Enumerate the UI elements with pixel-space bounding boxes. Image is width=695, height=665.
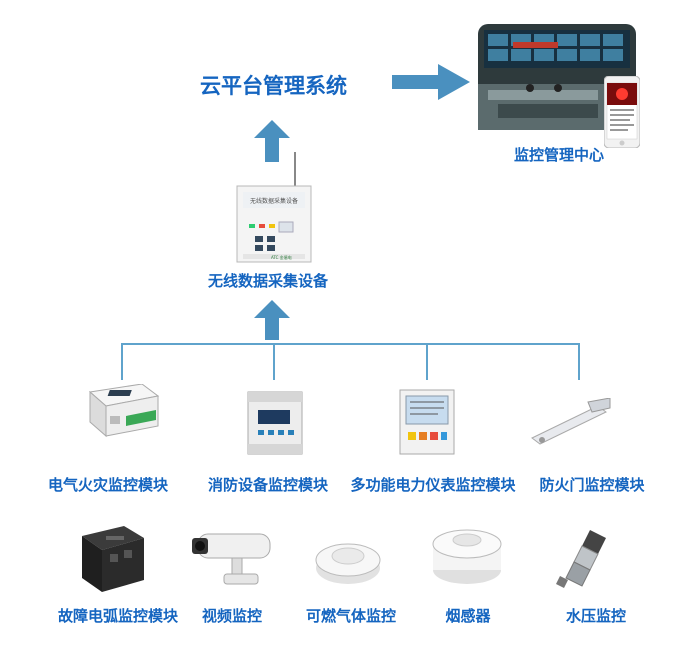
row1-label-1: 电气火灾监控模块	[47, 476, 169, 494]
wireless-collector-device: 无线数据采集设备 ATC 金盾电	[235, 152, 313, 268]
bus-line-horizontal	[121, 343, 579, 345]
row2-label-4: 烟感器	[445, 607, 491, 625]
arrow-right-icon	[392, 64, 470, 100]
bus-drop-3	[426, 343, 428, 380]
row1-label-3: 多功能电力仪表监控模块	[350, 476, 516, 494]
collector-screen-text: 无线数据采集设备	[249, 198, 298, 205]
bus-drop-2	[273, 343, 275, 380]
row2-label-3: 可燃气体监控	[305, 607, 397, 625]
bus-drop-1	[121, 343, 123, 380]
mobile-app-icon	[603, 75, 641, 152]
collector-brand: ATC 金盾电	[271, 255, 292, 260]
row2-label-2: 视频监控	[201, 607, 263, 625]
arrow-up-icon	[254, 300, 290, 340]
arc-fault-module-icon	[76, 522, 148, 598]
door-sensor-rod-icon	[528, 397, 612, 452]
smoke-detector-icon	[430, 522, 504, 592]
row1-label-2: 消防设备监控模块	[207, 476, 329, 494]
row1-label-4: 防火门监控模块	[539, 476, 645, 494]
fire-equipment-monitor-icon	[246, 390, 304, 460]
row2-label-1: 故障电弧监控模块	[57, 607, 179, 625]
arrow-up-icon	[254, 120, 290, 162]
gas-detector-icon	[313, 532, 383, 592]
power-meter-icon	[398, 388, 456, 460]
wireless-collector-label: 无线数据采集设备	[207, 272, 329, 290]
cctv-camera-icon	[188, 528, 274, 594]
row2-label-5: 水压监控	[565, 607, 627, 625]
cloud-platform-title: 云平台管理系统	[200, 74, 347, 98]
monitoring-center-image	[478, 24, 636, 130]
pressure-sensor-icon	[554, 528, 618, 594]
bus-drop-4	[578, 343, 580, 380]
din-rail-module-icon	[82, 383, 162, 450]
monitoring-center-label: 监控管理中心	[513, 146, 605, 164]
